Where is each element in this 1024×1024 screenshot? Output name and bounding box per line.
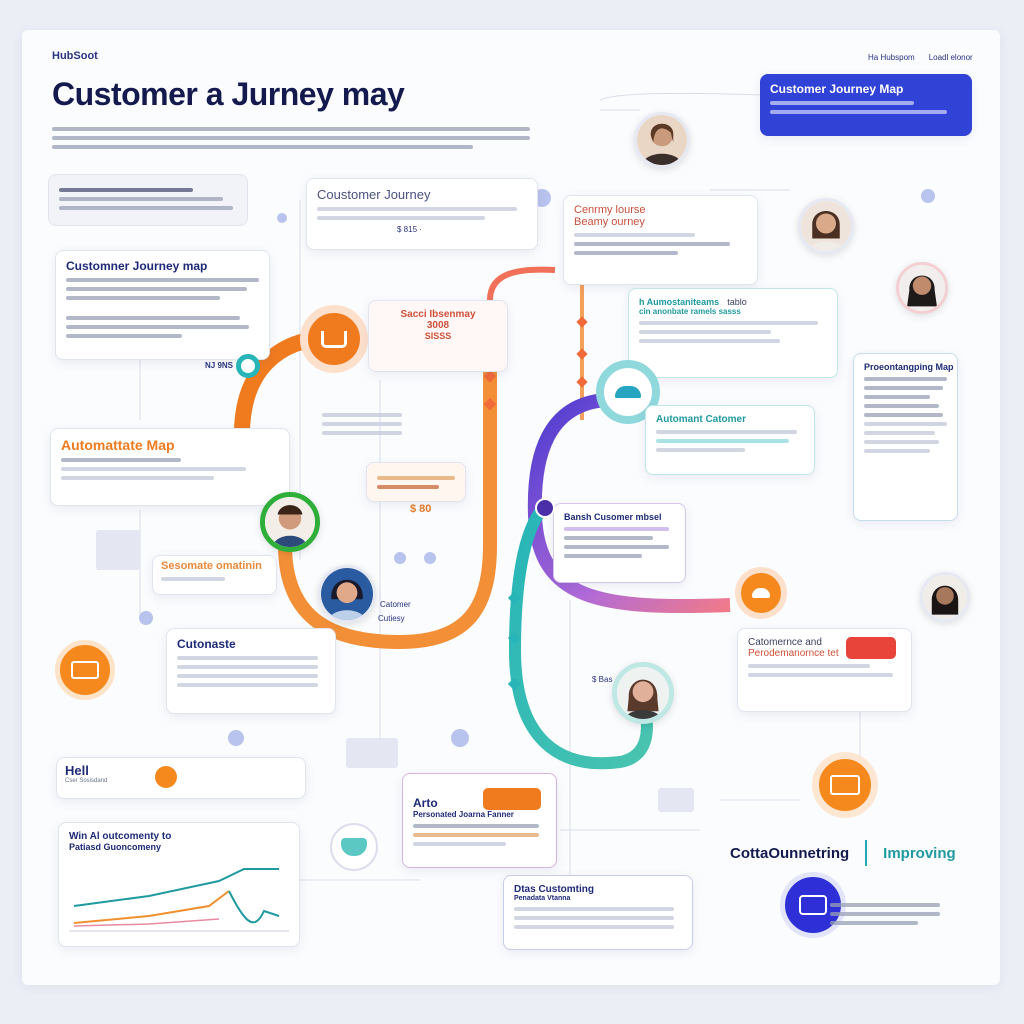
avatar — [896, 262, 948, 314]
orange-arc-lower — [278, 300, 497, 650]
card-value: 3008 — [426, 320, 450, 331]
teal-arc — [508, 508, 653, 770]
service-bell-icon — [596, 360, 660, 424]
card-title: Sacci Ibsenmay — [400, 309, 476, 320]
automattate-map-card: Automattate Map — [50, 428, 290, 506]
footer-tagline: CottaOunnetring Improving — [730, 840, 956, 866]
proeontangping-card: Proeontangping Map — [853, 353, 958, 521]
mini-line-chart — [69, 868, 289, 932]
card-title: Automant Catomer — [656, 414, 747, 425]
card-title: Proeontangping Map — [864, 362, 954, 372]
cutonaste-card: Cutonaste — [166, 628, 336, 714]
purple-node-icon — [535, 498, 555, 518]
footer-left: CottaOunnetring — [730, 844, 850, 862]
footer-right: Improving — [883, 844, 956, 862]
avatar — [260, 492, 320, 552]
orange-stat-card: Sacci Ibsenmay 3008 SISSS — [368, 300, 508, 372]
dtas-card: Dtas Customting Penadata Vtanna — [503, 875, 693, 950]
orange-milestone-icon — [300, 305, 368, 373]
card-subtitle: Personated Joarna Fanner — [413, 810, 514, 819]
top-link[interactable]: Loadl elonor — [928, 53, 973, 62]
card-title: Bansh Cusomer mbsel — [564, 512, 662, 522]
cloud-milestone-icon — [735, 567, 787, 619]
avatar — [612, 662, 674, 724]
orange-award-icon — [812, 752, 878, 818]
series-pink — [73, 918, 220, 927]
intro-paragraph — [52, 122, 530, 154]
arto-card: Arto Personated Joarna Fanner — [402, 773, 557, 868]
avatar — [920, 572, 970, 622]
card-title: Coustomer Journey — [317, 187, 431, 202]
dashed-note — [322, 408, 402, 440]
card-tag: tablo — [727, 297, 747, 307]
bansh-card: Bansh Cusomer mbsel — [553, 503, 686, 583]
top-links: Ha Hubspom Loadl elonor — [868, 53, 973, 62]
sesomate-card: Sesomate omatinin — [152, 555, 277, 595]
orange-note-card — [366, 462, 466, 502]
decor-blocks — [96, 530, 694, 812]
orange-dot-icon — [155, 766, 177, 788]
card-title: Dtas Customting — [514, 884, 594, 895]
orange-feature-icon — [55, 640, 115, 700]
card-title: Win Al outcomenty to — [69, 831, 172, 842]
card-title: Hell — [65, 763, 89, 778]
avatar-label: $ Bas — [592, 675, 613, 684]
catomernce-card: Catomernce and Perodemanornce tet — [737, 628, 912, 712]
journey-map-badge: NJ 9NS — [205, 361, 234, 370]
cenrmy-card: Cenrmy lourse Beamy ourney — [563, 195, 758, 285]
red-connector — [487, 266, 556, 301]
card-title: Cenrmy lourse — [574, 204, 646, 216]
card-title: Customner Journey map — [66, 259, 208, 273]
card-value: SISSS — [424, 331, 452, 341]
automat-table-card: h Aumostaniteams tablo cin anonbate rame… — [628, 288, 838, 378]
card-title: h Aumostaniteams — [639, 297, 720, 307]
card-title: Automattate Map — [61, 437, 175, 453]
target-icon — [236, 354, 260, 378]
avatar-label: Cutiesy — [378, 614, 405, 623]
card-title: Arto — [413, 796, 438, 810]
card-title: Customer Journey Map — [770, 82, 904, 96]
avatar-label: Catomer — [380, 600, 411, 609]
avatar — [798, 198, 854, 254]
coustomer-journey-card: Coustomer Journey $ 815 · — [306, 178, 538, 250]
red-action-button[interactable] — [846, 637, 896, 659]
hell-card: Hell Cser Sosisdand — [56, 757, 306, 799]
journey-map-card: Customner Journey map — [55, 250, 270, 360]
automant-customer-card: Automant Catomer — [645, 405, 815, 475]
orange-tag-button[interactable] — [483, 788, 541, 810]
page-title: Customer a Jurney may — [52, 76, 405, 112]
series-orange — [73, 890, 230, 924]
brand-logo: HubSoot — [52, 50, 98, 62]
card-title: Perodemanornce tet — [748, 648, 839, 659]
card-subtitle: Penadata Vtanna — [514, 895, 571, 902]
footer-note — [830, 898, 940, 930]
card-subtitle: Cser Sosisdand — [65, 778, 108, 784]
series-teal — [73, 868, 279, 907]
card-value: $ 815 · — [397, 225, 422, 234]
orange-note-value: $ 80 — [410, 503, 432, 515]
card-title: Catomernce and — [748, 637, 822, 648]
series-teal-2 — [228, 890, 280, 924]
card-subtitle: Patiasd Guoncomeny — [69, 842, 162, 852]
card-title: Sesomate omatinin — [161, 560, 262, 572]
card-title: Cutonaste — [177, 637, 236, 651]
chart-card: Win Al outcomenty to Patiasd Guoncomeny — [58, 822, 300, 947]
blue-banner-card: Customer Journey Map — [760, 74, 972, 136]
avatar — [318, 565, 376, 623]
teal-basket-icon — [330, 823, 378, 871]
card-title: Beamy ourney — [574, 216, 645, 228]
top-link[interactable]: Ha Hubspom — [868, 53, 915, 62]
summary-card — [48, 174, 248, 226]
card-subtitle: cin anonbate ramels sasss — [639, 307, 741, 316]
avatar — [634, 112, 690, 168]
